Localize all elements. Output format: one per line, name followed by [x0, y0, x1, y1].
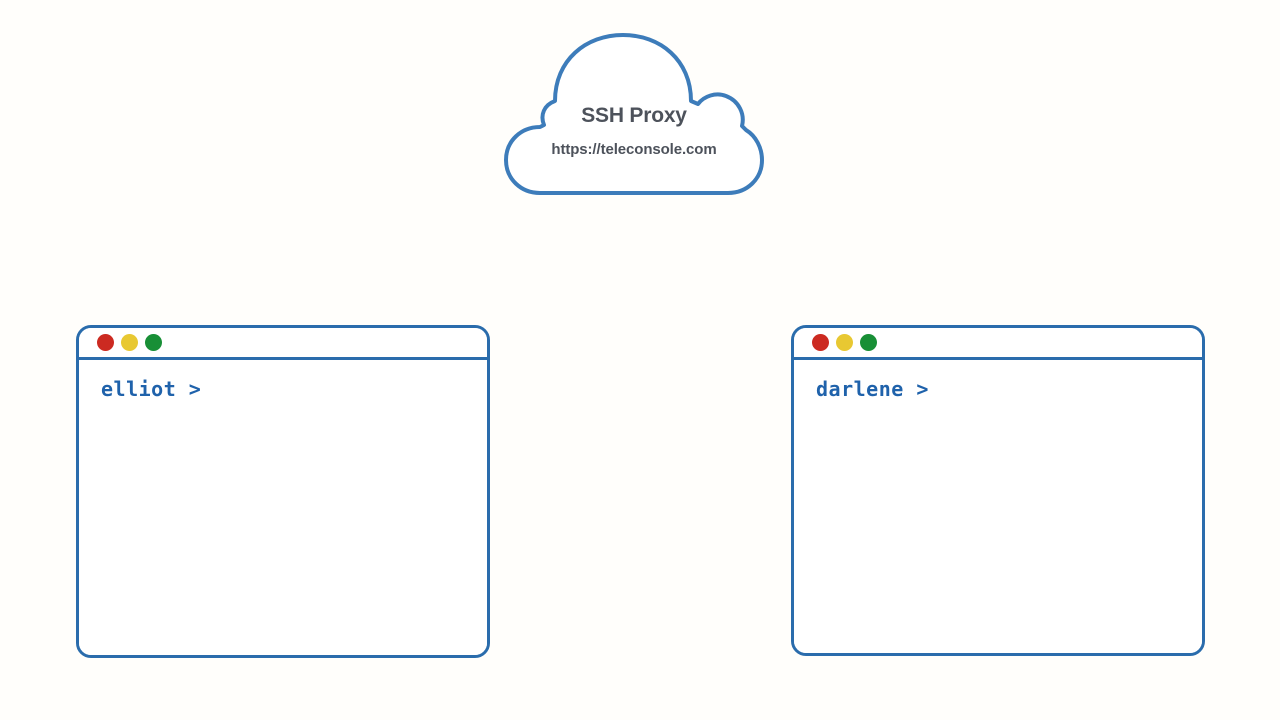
maximize-button[interactable] — [145, 334, 162, 351]
terminal-prompt: darlene > — [816, 377, 929, 401]
terminal-titlebar[interactable] — [79, 328, 487, 360]
terminal-prompt: elliot > — [101, 377, 202, 401]
cloud-shape-icon — [504, 33, 764, 195]
close-button[interactable] — [812, 334, 829, 351]
terminal-titlebar[interactable] — [794, 328, 1202, 360]
maximize-button[interactable] — [860, 334, 877, 351]
minimize-button[interactable] — [121, 334, 138, 351]
cloud-title: SSH Proxy — [581, 103, 687, 127]
terminal-window-elliot[interactable]: elliot > — [76, 325, 490, 658]
ssh-proxy-cloud-node: SSH Proxy https://teleconsole.com — [498, 26, 770, 198]
cloud-label-group: SSH Proxy https://teleconsole.com — [498, 26, 770, 198]
terminal-screen[interactable]: darlene > — [794, 360, 1202, 653]
close-button[interactable] — [97, 334, 114, 351]
minimize-button[interactable] — [836, 334, 853, 351]
cloud-url-label: https://teleconsole.com — [551, 140, 717, 158]
terminal-screen[interactable]: elliot > — [79, 360, 487, 655]
terminal-window-darlene[interactable]: darlene > — [791, 325, 1205, 656]
